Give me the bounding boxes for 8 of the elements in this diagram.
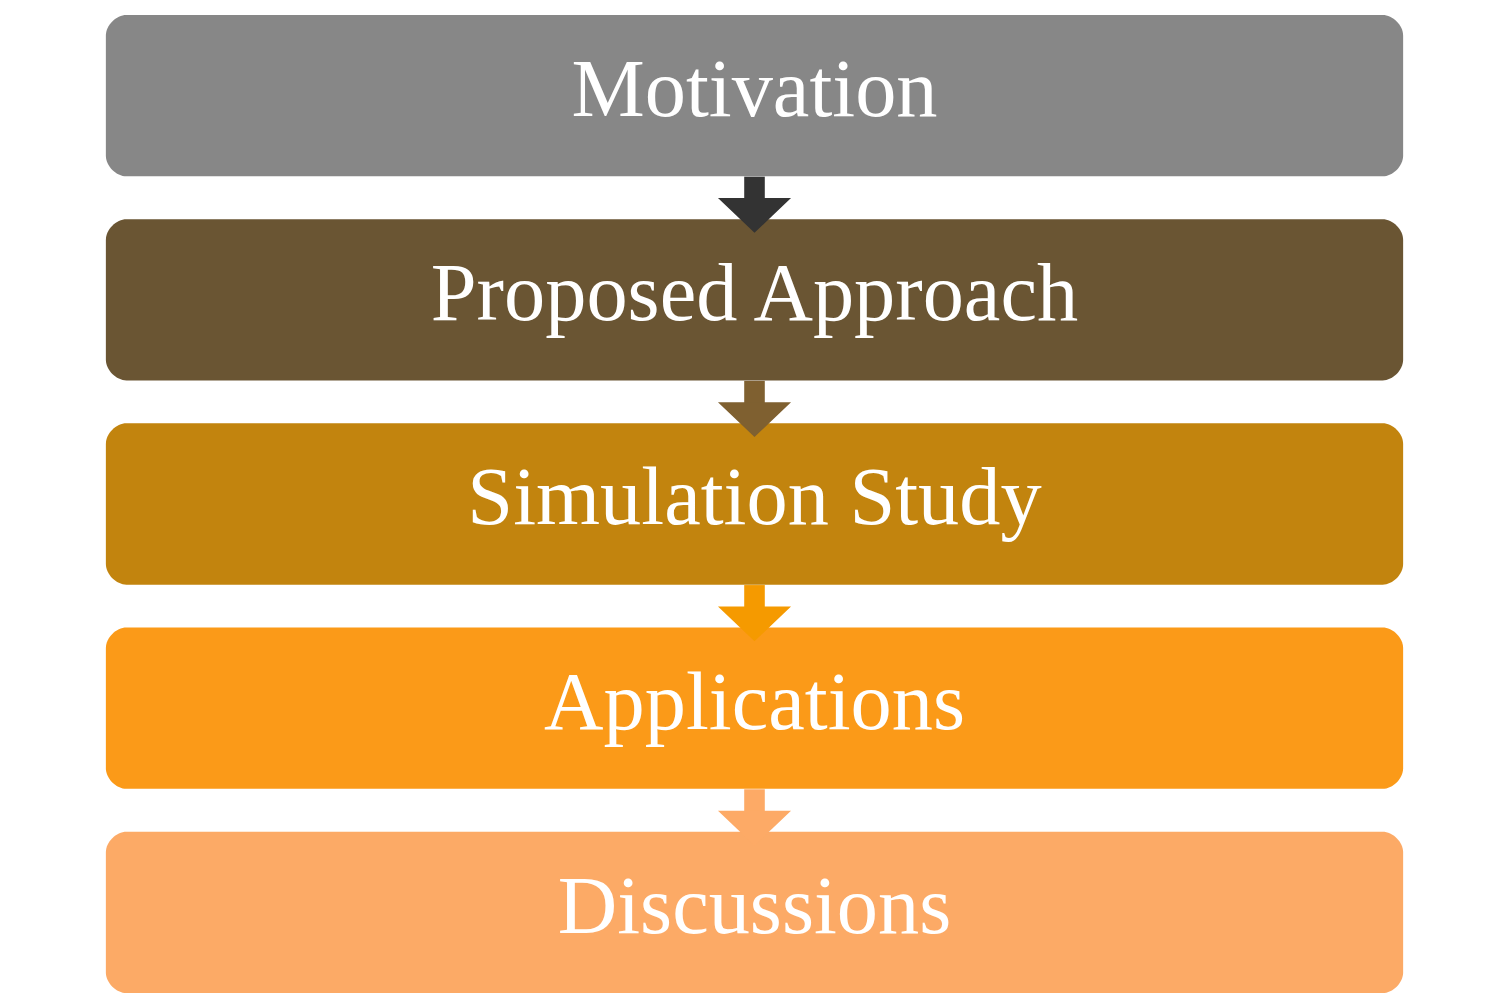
arrow	[717, 380, 791, 438]
node-box: Proposed Approach	[105, 219, 1403, 381]
node-box: Discussions	[105, 831, 1403, 994]
node-box: Applications	[105, 627, 1403, 789]
node-box: Motivation	[105, 14, 1403, 177]
node-box: Simulation Study	[105, 423, 1403, 585]
arrow	[717, 585, 791, 642]
arrow	[717, 176, 791, 233]
